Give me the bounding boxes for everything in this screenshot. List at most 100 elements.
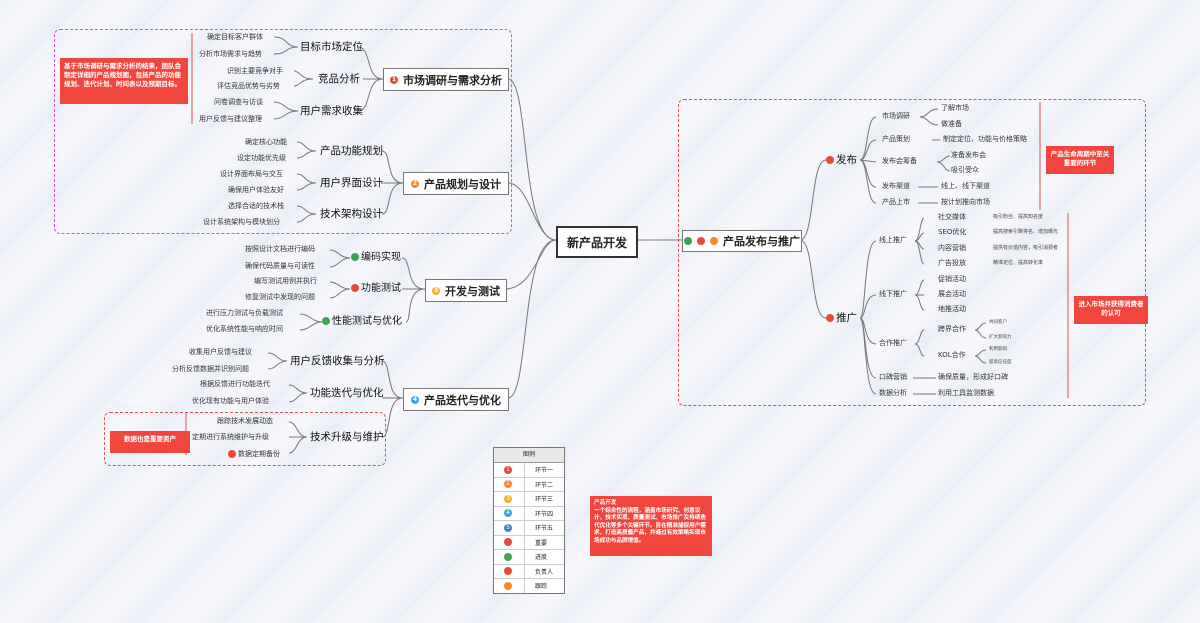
leaf-topic[interactable]: 了解市场 — [941, 104, 969, 112]
leaf-topic[interactable]: 共同客户 — [989, 320, 1007, 325]
progress-pie-icon — [684, 237, 692, 245]
subtopic[interactable]: 技术架构设计 — [320, 208, 383, 220]
subtopic[interactable]: 产品功能规划 — [320, 145, 383, 157]
topic[interactable]: 产品策划 — [882, 135, 910, 143]
leaf-topic[interactable]: 确保质量，形成好口碑 — [938, 373, 1008, 381]
leaf-topic[interactable]: 跟踪技术发展动态 — [217, 417, 273, 425]
leaf-topic[interactable]: 用户反馈与建议整理 — [199, 115, 262, 123]
leaf-topic[interactable]: 确定目标客户群体 — [207, 33, 263, 41]
priority-5-icon: 5 — [504, 523, 512, 532]
subtopic[interactable]: 编码实现 — [351, 253, 401, 263]
root-topic[interactable]: 新产品开发 — [556, 226, 638, 258]
subtopic[interactable]: 用户反馈收集与分析 — [290, 355, 385, 367]
leaf-topic[interactable]: 按计划推向市场 — [941, 198, 990, 206]
topic[interactable]: 发布渠道 — [882, 182, 910, 190]
leaf-topic[interactable]: 扩大影响力 — [989, 335, 1012, 340]
leaf-topic[interactable]: 设计界面布局与交互 — [220, 170, 283, 178]
leaf-topic[interactable]: 修复测试中发现的问题 — [245, 293, 315, 301]
topic[interactable]: 市场调研 — [882, 112, 910, 120]
note-market-entry: 进入市场并获得消费者的认可 — [1074, 296, 1148, 324]
topic[interactable]: 产品上市 — [882, 198, 910, 206]
branch-launch-promote[interactable]: 产品发布与推广 — [682, 230, 802, 252]
topic[interactable]: 线下推广 — [879, 290, 907, 298]
priority-1-icon: 1 — [504, 465, 512, 474]
leaf-topic[interactable]: 确保用户体验友好 — [228, 186, 284, 194]
leaf-topic[interactable]: 制定定位、功能与价格策略 — [943, 135, 1027, 143]
subtopic[interactable]: 性能测试与优化 — [322, 317, 402, 327]
leaf-topic[interactable]: 收集用户反馈与建议 — [189, 348, 252, 356]
priority-3-icon: 3 — [504, 494, 512, 503]
leaf-topic[interactable]: 促销活动 — [938, 275, 966, 283]
leaf-topic[interactable]: 定期进行系统维护与升级 — [192, 433, 269, 441]
leaf-topic[interactable]: 利用影响 — [989, 347, 1007, 352]
leaf-topic[interactable]: 进行压力测试与负载测试 — [206, 309, 283, 317]
leaf-topic[interactable]: 线上、线下渠道 — [941, 182, 990, 190]
leaf-topic[interactable]: 展会活动 — [938, 290, 966, 298]
leaf-topic[interactable]: 广告投放 — [938, 259, 966, 267]
leaf-topic[interactable]: 问卷调查与访谈 — [214, 98, 263, 106]
priority-4-icon: 4 — [504, 509, 512, 518]
leaf-topic[interactable]: 确保代码质量与可读性 — [245, 262, 315, 270]
subtopic[interactable]: 技术升级与维护 — [310, 431, 384, 443]
priority-3-icon: 3 — [432, 286, 440, 295]
subtopic[interactable]: 功能迭代与优化 — [310, 387, 384, 399]
subtopic[interactable]: 用户界面设计 — [320, 177, 383, 189]
leaf-topic[interactable]: 优化现有功能与用户体验 — [192, 397, 269, 405]
subtopic-promote[interactable]: 推广 — [826, 313, 857, 324]
leaf-topic[interactable]: 精准定位、提高转化率 — [993, 260, 1044, 266]
leaf-topic[interactable]: 确定核心功能 — [245, 138, 287, 146]
branch-label: 市场调研与需求分析 — [403, 73, 502, 87]
leaf-topic[interactable]: 评估竞品优势与劣势 — [217, 82, 280, 90]
leaf-topic[interactable]: 提高信任度 — [989, 360, 1012, 365]
group-frame-maintenance — [104, 412, 386, 466]
leaf-topic[interactable]: 设定功能优先级 — [237, 154, 286, 162]
leaf-topic[interactable]: 提供有价值内容，吸引消费者 — [993, 245, 1059, 251]
important-flag-icon — [228, 450, 236, 458]
leaf-topic[interactable]: 数据定期备份 — [228, 450, 280, 458]
topic[interactable]: 数据分析 — [879, 389, 907, 397]
leaf-topic[interactable]: 编写测试用例并执行 — [254, 277, 317, 285]
topic[interactable]: 发布会筹备 — [882, 157, 917, 165]
person-icon — [504, 581, 512, 590]
leaf-topic[interactable]: 社交媒体 — [938, 213, 966, 221]
note-summary: 产品开发 一个综合性的流程，涵盖市场研究、创意设计、技术实现、质量测试、市场推广… — [590, 496, 712, 556]
subtopic[interactable]: 功能测试 — [351, 284, 401, 294]
subtopic[interactable]: 目标市场定位 — [300, 41, 363, 53]
leaf-topic[interactable]: 根据反馈进行功能迭代 — [200, 380, 270, 388]
subtopic[interactable]: 用户需求收集 — [300, 105, 363, 117]
subtopic[interactable]: 竞品分析 — [318, 73, 360, 85]
leaf-topic[interactable]: 优化系统性能与响应时间 — [206, 325, 283, 333]
topic[interactable]: 口碑营销 — [879, 373, 907, 381]
leaf-topic[interactable]: SEO优化 — [938, 228, 967, 236]
important-flag-icon — [826, 314, 834, 322]
branch-label: 产品规划与设计 — [424, 177, 501, 191]
leaf-topic[interactable]: 提高搜索引擎排名、增加曝光 — [993, 229, 1059, 235]
leaf-topic[interactable]: 地推活动 — [938, 305, 966, 313]
topic[interactable]: 合作推广 — [879, 339, 907, 347]
leaf-topic[interactable]: 选择合适的技术栈 — [228, 202, 284, 210]
leaf-topic[interactable]: KOL合作 — [938, 351, 966, 359]
leaf-topic[interactable]: 分析反馈数据并识别问题 — [172, 365, 249, 373]
subtopic-publish[interactable]: 发布 — [826, 155, 857, 166]
progress-pie-icon — [504, 552, 512, 561]
leaf-topic[interactable]: 利用工具监测数据 — [938, 389, 994, 397]
leaf-topic[interactable]: 准备发布会 — [951, 151, 986, 159]
leaf-topic[interactable]: 识别主要竞争对手 — [227, 67, 283, 75]
topic[interactable]: 线上推广 — [879, 236, 907, 244]
person-icon — [697, 237, 705, 245]
leaf-topic[interactable]: 跨界合作 — [938, 325, 966, 333]
leaf-topic[interactable]: 吸引受众 — [951, 166, 979, 174]
leaf-topic[interactable]: 分析市场需求与趋势 — [199, 50, 262, 58]
leaf-topic[interactable]: 做准备 — [941, 120, 962, 128]
leaf-topic[interactable]: 吸引粉丝、提高知名度 — [993, 214, 1044, 220]
leaf-topic[interactable]: 内容营销 — [938, 244, 966, 252]
leaf-topic[interactable]: 设计系统架构与模块划分 — [203, 218, 280, 226]
leaf-topic[interactable]: 按照设计文档进行编码 — [245, 245, 315, 253]
person-icon — [504, 567, 512, 576]
